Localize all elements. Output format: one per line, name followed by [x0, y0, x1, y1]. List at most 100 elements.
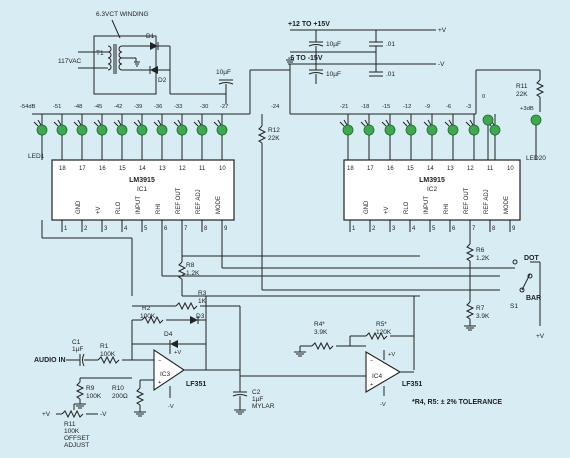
- db-label: -6: [446, 104, 451, 110]
- pin-number: 11: [487, 166, 494, 172]
- d3-label: D3: [196, 313, 205, 320]
- pin-number: 3: [104, 226, 108, 232]
- resistor-icon: [177, 261, 187, 280]
- bar-label: BAR: [526, 295, 541, 302]
- pin-label: RHI: [156, 203, 162, 214]
- winding-label: 6.3VCT WINDING: [96, 11, 149, 18]
- cap-10uf-a-label: 10µF: [216, 69, 231, 76]
- led1-label: LED1: [28, 153, 45, 160]
- opamp-plus: +: [370, 382, 374, 388]
- audio-in-label: AUDIO IN: [34, 357, 66, 364]
- pin-number: 4: [124, 226, 128, 232]
- pin-number: 16: [99, 166, 106, 172]
- pin-number: 1: [64, 226, 68, 232]
- opamp-ic3: − + IC3: [153, 348, 185, 392]
- ic3-label: IC3: [160, 371, 171, 378]
- ic4-neg: -V: [380, 402, 386, 408]
- led-icon: [444, 114, 459, 160]
- dot-label: DOT: [524, 255, 540, 262]
- led-bar-left: [33, 114, 228, 160]
- potentiometer-icon[interactable]: [61, 409, 84, 419]
- c1-value: 1µF: [72, 346, 83, 353]
- pin-label: RHI: [444, 203, 450, 214]
- r3-label: R3: [198, 290, 207, 297]
- pin-label: INPUT: [136, 196, 142, 214]
- db-label: -36: [154, 104, 162, 110]
- r5-label: R5*: [376, 321, 387, 328]
- pos-rail-label: +V: [438, 27, 447, 34]
- pos-supply-label: +12 TO +15V: [288, 21, 330, 28]
- resistor-icon: [175, 301, 198, 311]
- led-icon: [193, 114, 208, 160]
- pin-number: 4: [412, 226, 416, 232]
- ic4-type: LF351: [402, 381, 422, 388]
- led-icon: [465, 114, 480, 160]
- resistor-icon: [257, 125, 267, 144]
- db-label: -48: [74, 104, 82, 110]
- cap-01-b-label: .01: [386, 71, 395, 78]
- c1-label: C1: [72, 339, 81, 346]
- r2-label: R2: [142, 305, 151, 312]
- diode-icon: [169, 340, 178, 348]
- r12-value: 22K: [268, 135, 280, 142]
- r9-value: 100K: [86, 393, 102, 400]
- cap-01-a-label: .01: [386, 41, 395, 48]
- mains-label: 117VAC: [58, 58, 82, 65]
- ic3-neg: -V: [168, 404, 174, 410]
- led-icon: [133, 114, 148, 160]
- pin-number: 17: [79, 166, 86, 172]
- led-icon: [73, 114, 88, 160]
- ic3-pos: +V: [174, 350, 181, 356]
- diode-icon: [150, 42, 159, 50]
- power-supply: 6.3VCT WINDING T1 117VAC D1 D2: [58, 11, 447, 104]
- r11-pot-value: 100K: [64, 428, 80, 435]
- pin-number: 16: [387, 166, 394, 172]
- pin-label: +V: [96, 206, 102, 214]
- led-icon: [113, 114, 128, 160]
- tolerance-note: *R4, R5: ± 2% TOLERANCE: [412, 399, 502, 406]
- opamp-ic4: − + IC4: [365, 351, 402, 393]
- pin-label: GND: [76, 200, 82, 214]
- pin-label: REF ADJ: [484, 189, 490, 214]
- pin-number: 14: [139, 166, 146, 172]
- pin-number: 5: [432, 226, 436, 232]
- db-label: +3dB: [520, 106, 534, 112]
- led-icon: [33, 114, 48, 160]
- opamp-minus: −: [370, 358, 374, 364]
- ic2-chip: LM3915 IC2: [343, 159, 521, 221]
- pot-minus-v: -V: [100, 411, 107, 418]
- pin-number: 6: [452, 226, 456, 232]
- diode-icon: [149, 66, 158, 74]
- r12-label: R12: [268, 127, 280, 134]
- pin-number: 10: [507, 166, 514, 172]
- db-label: -42: [114, 104, 122, 110]
- resistor-icon: [535, 79, 545, 98]
- r11-pot-label: R11: [64, 421, 76, 428]
- ic1-chip: LM3915 IC1: [51, 159, 235, 221]
- pin-number: 2: [84, 226, 88, 232]
- resistor-icon: [141, 315, 164, 325]
- neg-supply-label: -6 TO -15V: [288, 55, 323, 62]
- pin-number: 7: [184, 226, 188, 232]
- led-icon: [339, 114, 354, 160]
- pin-label: MODE: [504, 196, 510, 214]
- ic1-ref: IC1: [137, 186, 148, 193]
- r4-value: 3.9K: [314, 329, 328, 336]
- r3-value: 1K: [198, 298, 207, 305]
- led-icon: [423, 114, 438, 160]
- pin-label: MODE: [216, 196, 222, 214]
- ic4-pos: +V: [388, 352, 395, 358]
- r2-value: 100K: [140, 313, 156, 320]
- d2-label: D2: [158, 77, 167, 84]
- db-label: -12: [403, 104, 411, 110]
- r5-value: 120K: [376, 329, 392, 336]
- mode-switch[interactable]: DOT BAR S1 +V: [510, 255, 545, 340]
- pin-label: REF OUT: [464, 187, 470, 214]
- switch-plus-v: +V: [536, 333, 545, 340]
- pin-number: 14: [427, 166, 434, 172]
- resistor-icon: [465, 301, 475, 320]
- r10-label: R10: [112, 385, 124, 392]
- ic4-label: IC4: [372, 373, 383, 380]
- r8-value: 1.2K: [186, 270, 200, 277]
